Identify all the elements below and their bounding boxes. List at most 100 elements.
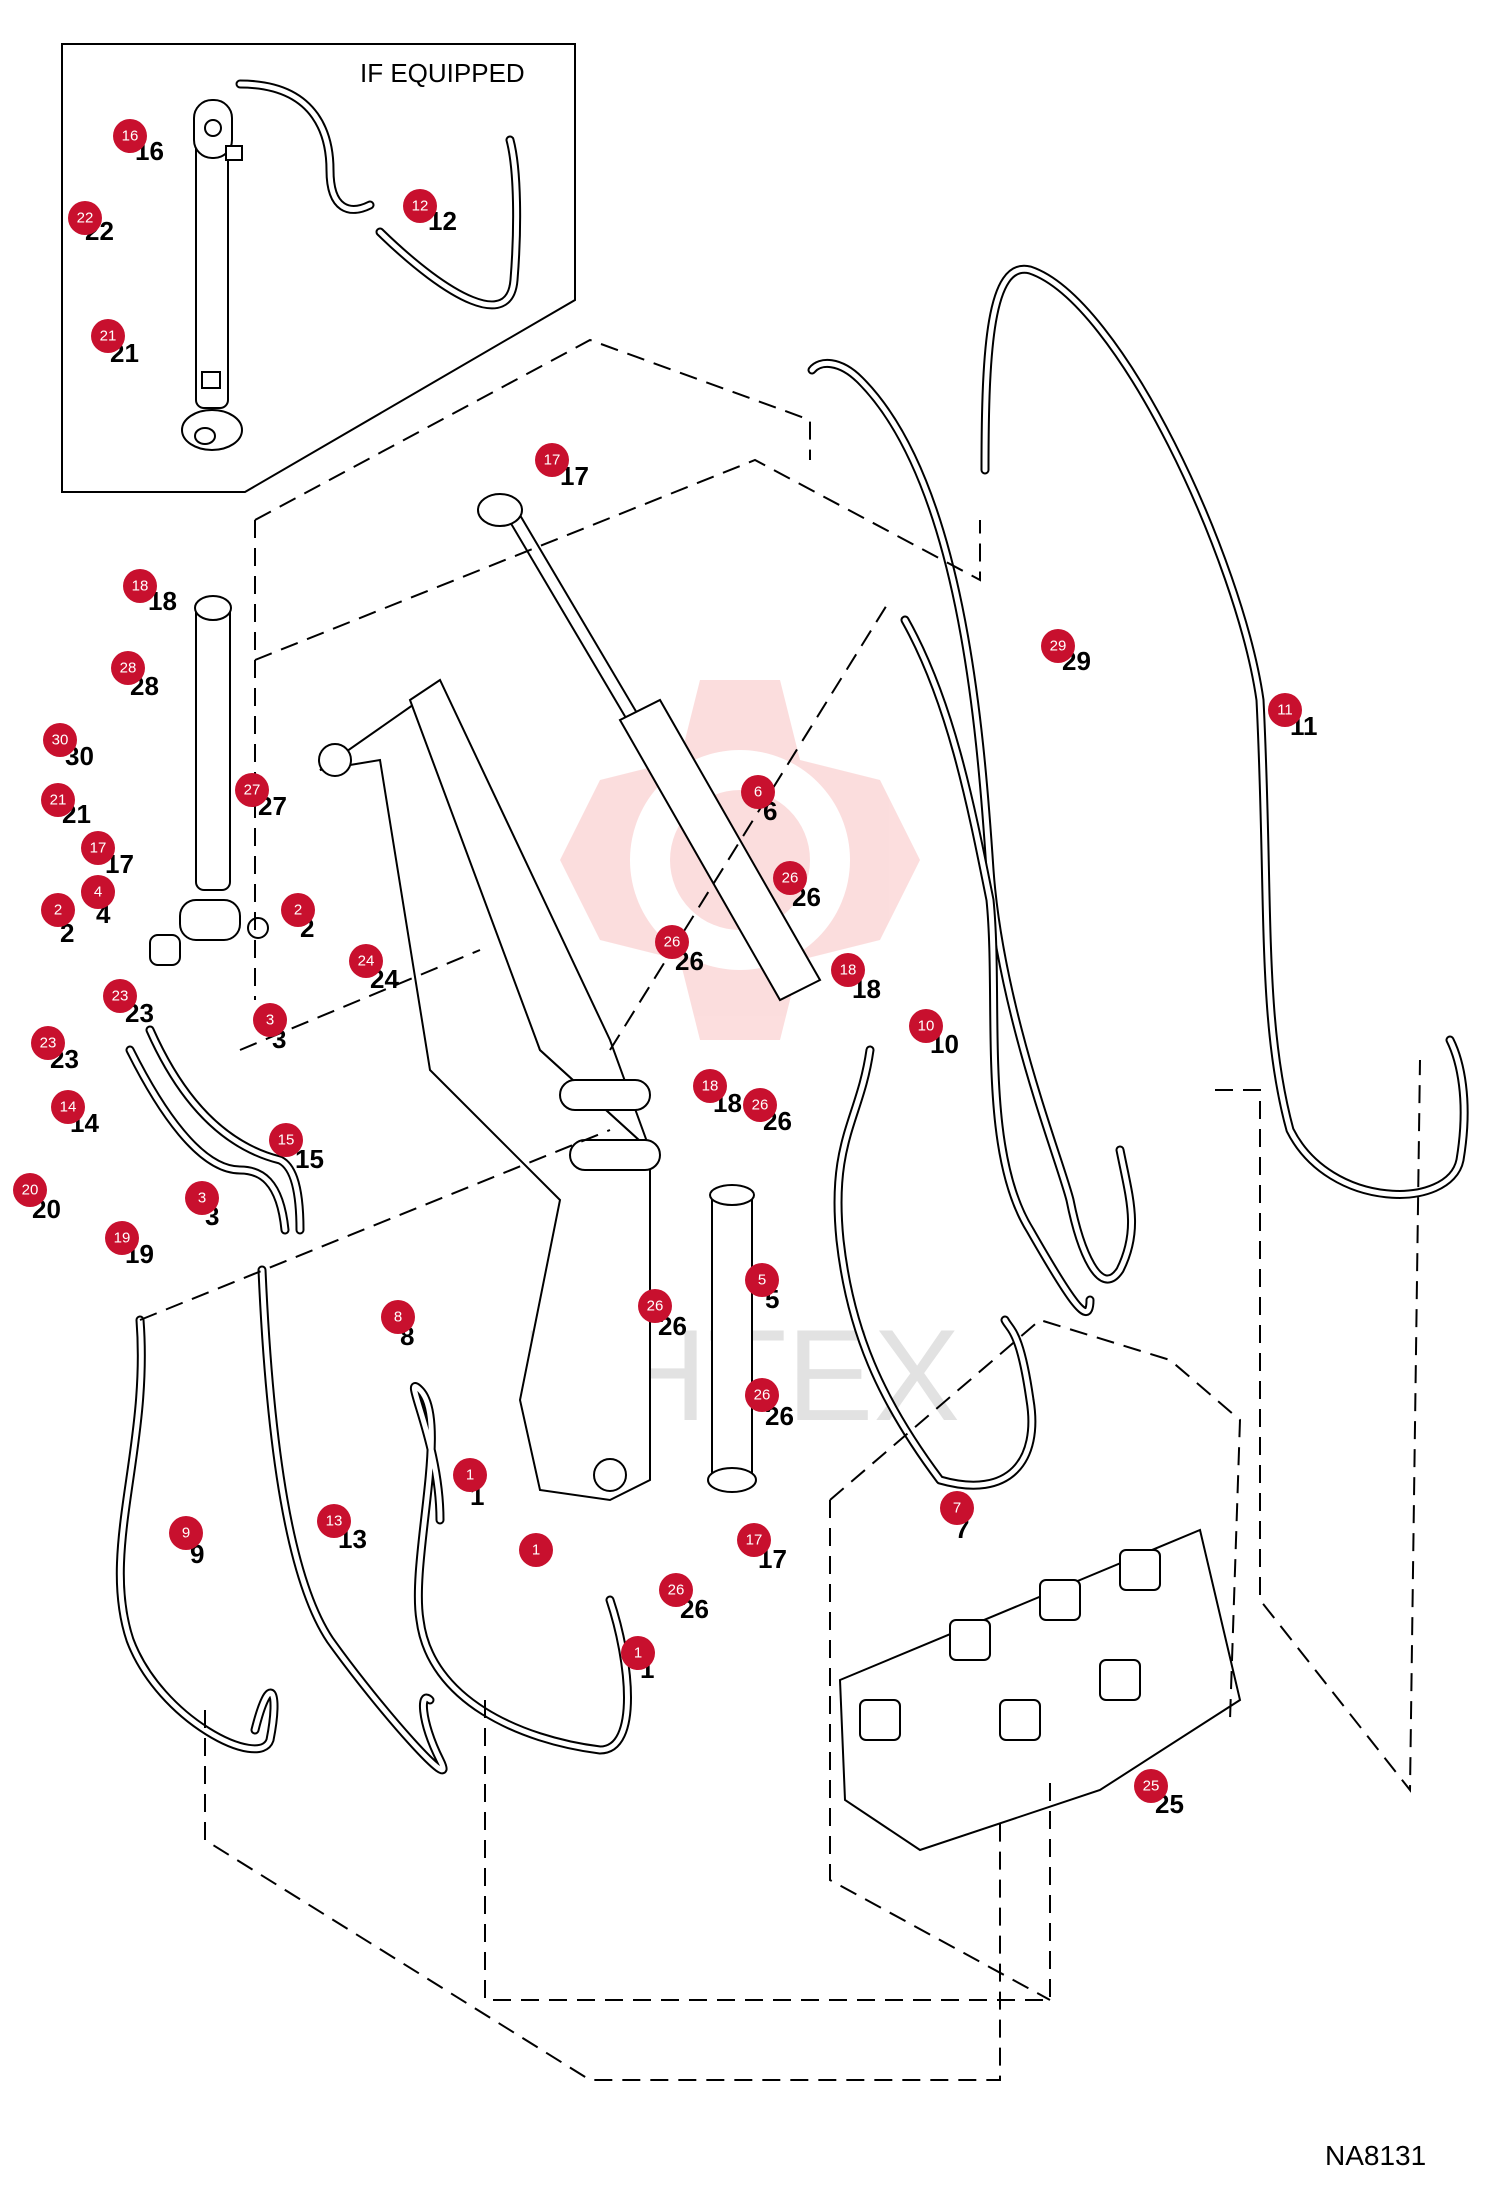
control-valve [838,1528,1242,1852]
figure-code: NA8131 [1325,2140,1426,2171]
badge-label: 27 [244,782,261,799]
callout-badge-c18c: 18 [693,1069,727,1103]
badge-label: 18 [840,962,857,979]
inset-cylinder [181,99,243,451]
badge-label: 13 [326,1513,343,1530]
badge-label: 10 [918,1018,935,1035]
callout-badge-c10: 10 [909,1009,943,1043]
badge-label: 8 [394,1309,402,1326]
badge-label: 19 [114,1230,131,1247]
callout-badge-c29: 29 [1041,629,1075,663]
badge-circle [41,893,75,927]
bucket-cylinder [149,595,269,966]
badge-label: 2 [54,902,62,919]
badge-circle [453,1458,487,1492]
badge-circle [81,875,115,909]
callout-badge-c5: 5 [745,1263,779,1297]
callout-badge-c27: 27 [235,773,269,807]
badge-label: 9 [182,1525,190,1542]
badge-label: 25 [1143,1778,1160,1795]
badge-circle [519,1533,553,1567]
badge-label: 11 [1277,702,1293,719]
badge-circle [535,443,569,477]
callout-badge-c9: 9 [169,1516,203,1550]
callout-badge-c26c: 26 [743,1088,777,1122]
badge-circle [31,1026,65,1060]
badge-label: 26 [668,1582,685,1599]
badge-circle [381,1300,415,1334]
badge-label: 1 [466,1467,474,1484]
callout-badge-c26f: 26 [659,1573,693,1607]
badge-circle [745,1378,779,1412]
callout-badge-c17c: 17 [737,1523,771,1557]
callout-badge-c2a: 2 [281,893,315,927]
callout-badge-c11: 11 [1268,693,1302,727]
badge-label: 18 [132,578,149,595]
badge-label: 24 [358,953,375,970]
callout-badge-c26d: 26 [638,1289,672,1323]
callout-badge-c13: 13 [317,1504,351,1538]
badge-label: 17 [90,840,107,857]
badge-circle [41,783,75,817]
badge-label: 23 [40,1035,57,1052]
loader-arm [318,678,661,1502]
badge-circle [253,1003,287,1037]
badge-circle [655,925,689,959]
callout-badge-c26a: 26 [773,861,807,895]
badge-label: 5 [758,1272,766,1289]
badge-label: 18 [702,1078,719,1095]
badge-circle [269,1123,303,1157]
callout-badge-c17b: 17 [81,831,115,865]
callout-badge-c26e: 26 [745,1378,779,1412]
callout-badge-c1a: 1 [453,1458,487,1492]
badge-label: 26 [782,870,799,887]
badge-label: 3 [266,1012,274,1029]
badge-circle [909,1009,943,1043]
badge-circle [43,723,77,757]
callout-badge-c22: 22 [68,201,102,235]
badge-label: 3 [198,1190,206,1207]
badge-label: 15 [278,1132,295,1149]
badge-circle [621,1636,655,1670]
callout-badge-c19: 19 [105,1221,139,1255]
badge-circle [831,953,865,987]
callout-badge-c24: 24 [349,944,383,978]
badge-circle [737,1523,771,1557]
badge-circle [659,1573,693,1607]
badge-circle [281,893,315,927]
callout-badge-c23b: 23 [31,1026,65,1060]
badge-label: 4 [94,884,102,901]
inset-title: IF EQUIPPED [360,58,525,88]
callout-badge-c18b: 18 [831,953,865,987]
badge-circle [111,651,145,685]
badge-label: 26 [647,1298,664,1315]
hydraulic-hoses [115,264,1469,1775]
badge-label: 20 [22,1182,39,1199]
callout-badge-c21b: 21 [41,783,75,817]
callout-badge-c26b: 26 [655,925,689,959]
callout-badge-c28: 28 [111,651,145,685]
badge-circle [638,1289,672,1323]
callout-badge-c1c: 1 [621,1636,655,1670]
badge-circle [940,1491,974,1525]
callout-badge-c4: 4 [81,875,115,909]
badge-circle [13,1173,47,1207]
tilt-cylinder [477,493,822,1002]
badge-label: 26 [754,1387,771,1404]
callout-badge-c16: 16 [113,119,147,153]
callout-badge-c15: 15 [269,1123,303,1157]
callout-badge-c23a: 23 [103,979,137,1013]
badge-circle [745,1263,779,1297]
badge-circle [235,773,269,807]
callout-badge-c3b: 3 [185,1181,219,1215]
badge-label: 1 [532,1542,540,1559]
callout-badge-c1b: 1 [519,1533,553,1567]
callout-numbers: 16 22 21 12 17 18 28 30 21 27 17 4 2 2 2… [32,136,1318,1819]
badge-label: 30 [52,732,69,749]
callout-badge-c6: 6 [741,775,775,809]
badge-label: 17 [544,452,561,469]
badge-circle [741,775,775,809]
callout-badge-c2b: 2 [41,893,75,927]
